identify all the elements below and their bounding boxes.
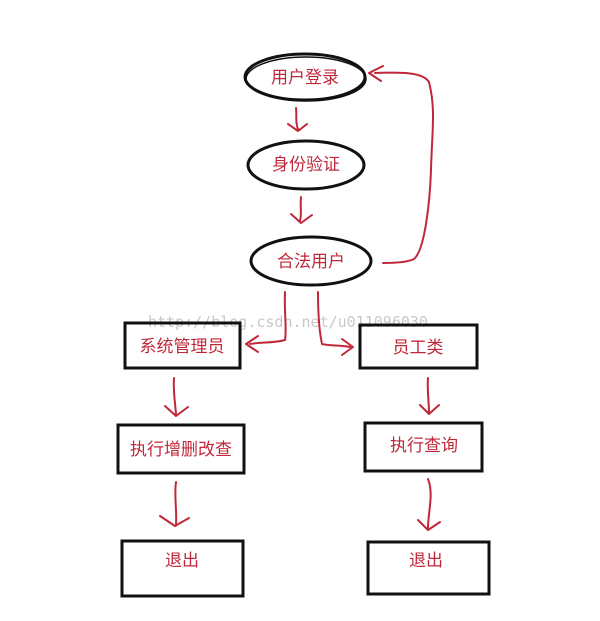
node-employee-label: 员工类 <box>393 338 444 358</box>
node-verify-label: 身份验证 <box>272 155 340 175</box>
arrow-legal-to-login <box>368 65 435 264</box>
arrow-verify-to-legal <box>290 196 313 224</box>
arrow-legal-to-admin <box>245 291 287 353</box>
arrow-admin-to-action <box>164 377 189 417</box>
node-employee: 员工类 <box>358 323 479 370</box>
node-admin-exit: 退出 <box>120 539 245 598</box>
node-employee-exit-label: 退出 <box>409 551 443 571</box>
node-admin-action: 执行增删改查 <box>116 423 246 475</box>
node-login: 用户登录 <box>243 52 367 102</box>
watermark: http://blog.csdn.net/u011096030 <box>148 313 428 331</box>
node-legal-user-label: 合法用户 <box>277 252 345 272</box>
node-admin: 系统管理员 <box>123 321 242 370</box>
node-employee-action: 执行查询 <box>363 421 484 473</box>
node-legal-user: 合法用户 <box>249 235 373 287</box>
node-admin-exit-label: 退出 <box>165 551 199 571</box>
arrow-login-to-verify <box>287 107 308 132</box>
arrow-admin-action-to-exit <box>159 481 190 527</box>
arrow-legal-to-employee <box>317 291 354 356</box>
node-employee-exit: 退出 <box>366 540 491 596</box>
arrow-employee-to-action <box>419 377 440 415</box>
arrow-employee-action-to-exit <box>417 478 441 531</box>
node-login-label: 用户登录 <box>271 68 339 88</box>
node-employee-action-label: 执行查询 <box>390 436 458 456</box>
node-admin-label: 系统管理员 <box>140 337 225 357</box>
node-admin-action-label: 执行增删改查 <box>130 440 232 460</box>
node-verify: 身份验证 <box>246 139 366 191</box>
